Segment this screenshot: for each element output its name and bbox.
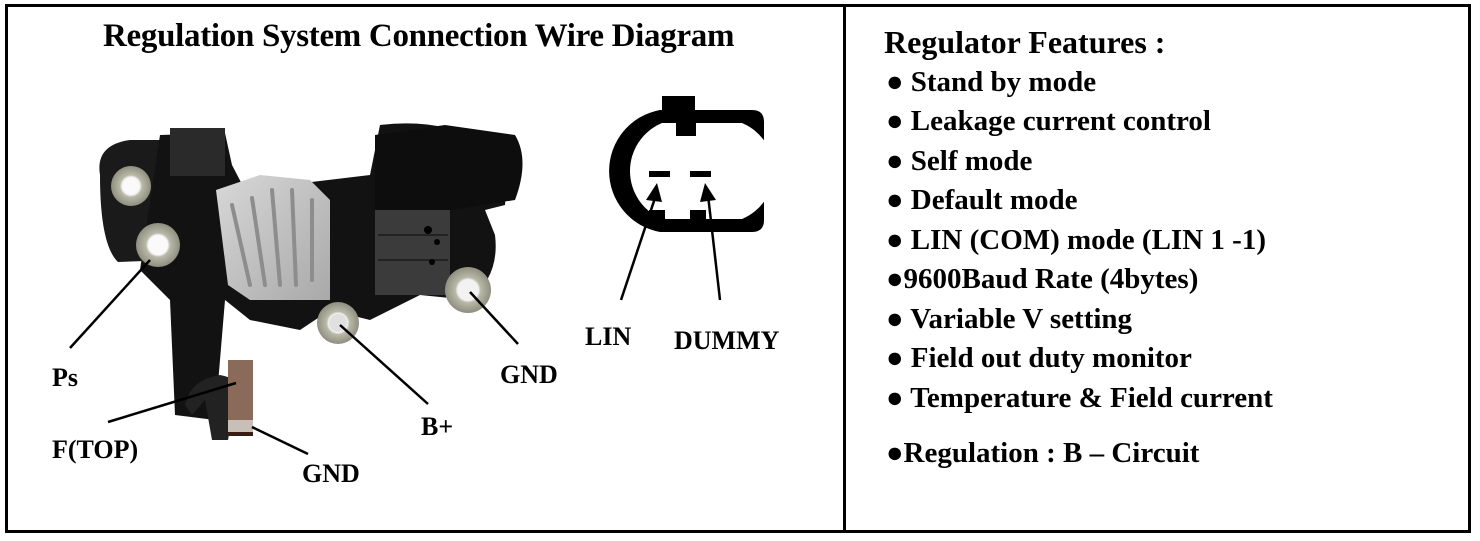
label-dummy: DUMMY: [674, 326, 780, 355]
label-gnd-right: GND: [500, 360, 558, 389]
leader-gnd-bottom: [251, 425, 309, 456]
regulator-body: [99, 123, 523, 440]
diagram-title: Regulation System Connection Wire Diagra…: [103, 18, 735, 54]
leader-b-plus: [339, 324, 429, 405]
feature-item: ●9600Baud Rate (4bytes): [886, 263, 1199, 295]
feature-item: ● Self mode: [886, 145, 1033, 177]
feature-item: ● Default mode: [886, 184, 1078, 216]
feature-item: ● Field out duty monitor: [886, 342, 1192, 374]
feature-item: ●Regulation : B – Circuit: [886, 437, 1200, 469]
outer-frame: [5, 4, 1471, 533]
label-gnd-bottom: GND: [302, 459, 360, 488]
label-f-top: F(TOP): [52, 435, 139, 464]
feature-item: ● LIN (COM) mode (LIN 1 -1): [886, 224, 1266, 256]
pin-lin: [649, 171, 670, 177]
leader-ps: [69, 259, 151, 349]
pin-dummy: [690, 171, 711, 177]
leader-lines: [69, 259, 519, 456]
feature-item: ● Temperature & Field current: [886, 382, 1273, 414]
connector-arrows: [619, 183, 722, 301]
label-lin: LIN: [585, 322, 632, 351]
feature-item: ● Variable V setting: [886, 303, 1133, 335]
label-b-plus: B+: [421, 412, 454, 441]
label-ps: Ps: [52, 363, 78, 392]
leader-f-top: [107, 381, 237, 424]
feature-item: ● Stand by mode: [886, 66, 1097, 98]
leader-gnd-right: [469, 291, 519, 345]
features-title: Regulator Features :: [884, 24, 1166, 60]
connector-pinout-diagram: [609, 96, 774, 232]
feature-item: ● Leakage current control: [886, 105, 1211, 137]
panel-divider: [843, 4, 846, 533]
